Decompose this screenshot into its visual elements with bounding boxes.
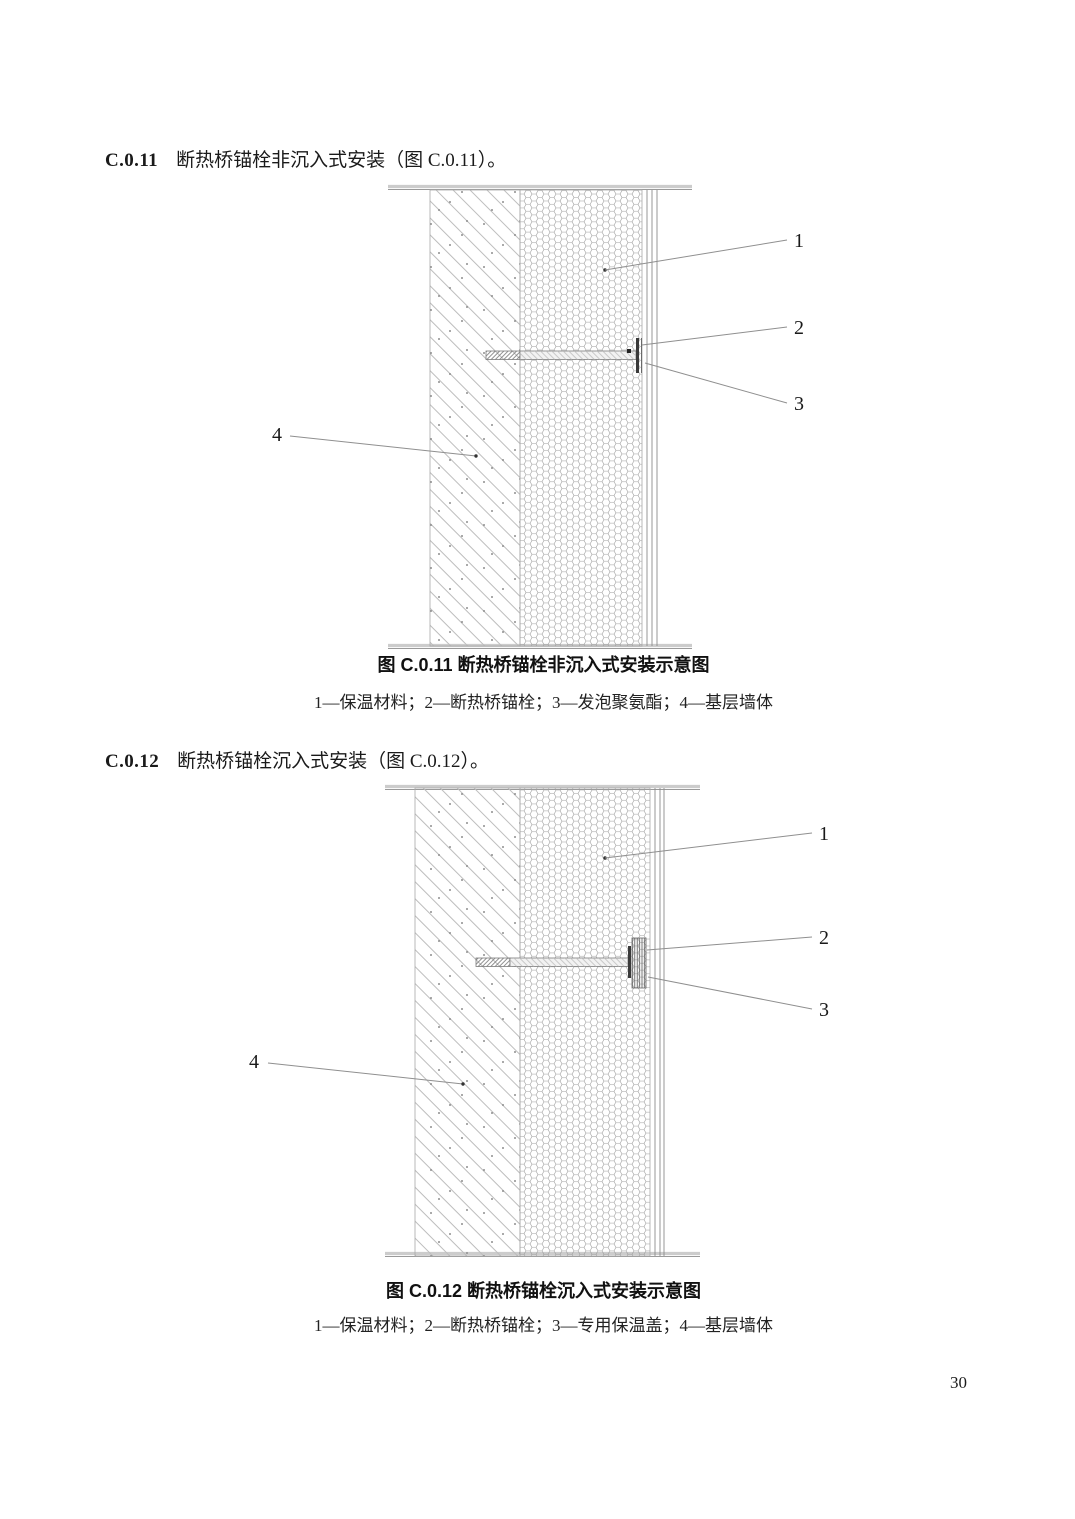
callout-3-leader bbox=[644, 362, 788, 404]
anchor-bolt bbox=[475, 937, 647, 989]
clause-number: C.0.12 bbox=[105, 751, 160, 772]
callout-4-dot bbox=[474, 454, 478, 458]
anchor-expansion-sleeve bbox=[485, 350, 521, 360]
insulation-layer bbox=[519, 787, 651, 1257]
callout-leaders bbox=[267, 832, 813, 1086]
callout-label-1: 1 bbox=[819, 823, 829, 845]
anchor-disc bbox=[628, 946, 631, 978]
anchor-disc bbox=[636, 338, 639, 373]
callout-2-leader bbox=[646, 936, 813, 951]
figure-c012-legend: 1—保温材料；2—断热桥锚栓；3—专用保温盖；4—基层墙体 bbox=[314, 1316, 773, 1335]
callout-label-4: 4 bbox=[272, 424, 282, 446]
callout-leaders bbox=[289, 239, 788, 458]
anchor-bolt bbox=[485, 338, 642, 373]
figure-c012-diagram: 1 2 3 4 bbox=[249, 784, 829, 1257]
callout-4-leader bbox=[267, 1062, 464, 1085]
figure-c012-drawing: 1 2 3 4 bbox=[249, 784, 829, 1257]
clause-heading-c011: C.0.11 断热桥锚栓非沉入式安装（图 C.0.11）。 bbox=[105, 145, 506, 172]
callout-1-leader bbox=[604, 239, 788, 271]
callout-label-3: 3 bbox=[794, 393, 804, 415]
insulation-cover-plug bbox=[631, 937, 647, 989]
figure-c012-caption: 图 C.0.12 断热桥锚栓沉入式安装示意图 bbox=[385, 1281, 702, 1301]
callout-labels: 1 2 3 4 bbox=[272, 230, 804, 446]
callout-label-4: 4 bbox=[249, 1051, 259, 1073]
callout-label-2: 2 bbox=[794, 317, 804, 339]
page-number: 30 bbox=[950, 1373, 967, 1392]
figure-c011-drawing: 1 2 3 4 bbox=[272, 184, 804, 649]
callout-labels: 1 2 3 4 bbox=[249, 823, 829, 1073]
insulation-layer bbox=[519, 189, 643, 647]
finish-coat-lines bbox=[646, 190, 658, 646]
callout-label-2: 2 bbox=[819, 927, 829, 949]
clause-text: 断热桥锚栓沉入式安装（图 C.0.12）。 bbox=[177, 751, 490, 772]
anchor-mark bbox=[627, 349, 631, 353]
anchor-expansion-sleeve bbox=[475, 957, 511, 967]
clause-heading-c012: C.0.12 断热桥锚栓沉入式安装（图 C.0.12）。 bbox=[105, 746, 489, 773]
base-wall-layer bbox=[429, 189, 521, 647]
callout-3-leader bbox=[647, 976, 813, 1010]
figure-c011-legend: 1—保温材料；2—断热桥锚栓；3—发泡聚氨酯；4—基层墙体 bbox=[314, 693, 773, 712]
callout-1-leader bbox=[604, 832, 813, 859]
figure-c011-diagram: 1 2 3 4 bbox=[272, 184, 804, 649]
clause-text: 断热桥锚栓非沉入式安装（图 C.0.11）。 bbox=[176, 150, 507, 171]
callout-2-leader bbox=[641, 326, 788, 346]
callout-label-1: 1 bbox=[794, 230, 804, 252]
figure-c011-caption: 图 C.0.11 断热桥锚栓非沉入式安装示意图 bbox=[377, 655, 710, 675]
clause-number: C.0.11 bbox=[105, 150, 159, 171]
finish-coat-lines bbox=[654, 788, 665, 1256]
callout-4-dot bbox=[461, 1082, 465, 1086]
callout-label-3: 3 bbox=[819, 999, 829, 1021]
callout-4-leader bbox=[289, 435, 477, 457]
base-wall-layer bbox=[414, 787, 521, 1257]
